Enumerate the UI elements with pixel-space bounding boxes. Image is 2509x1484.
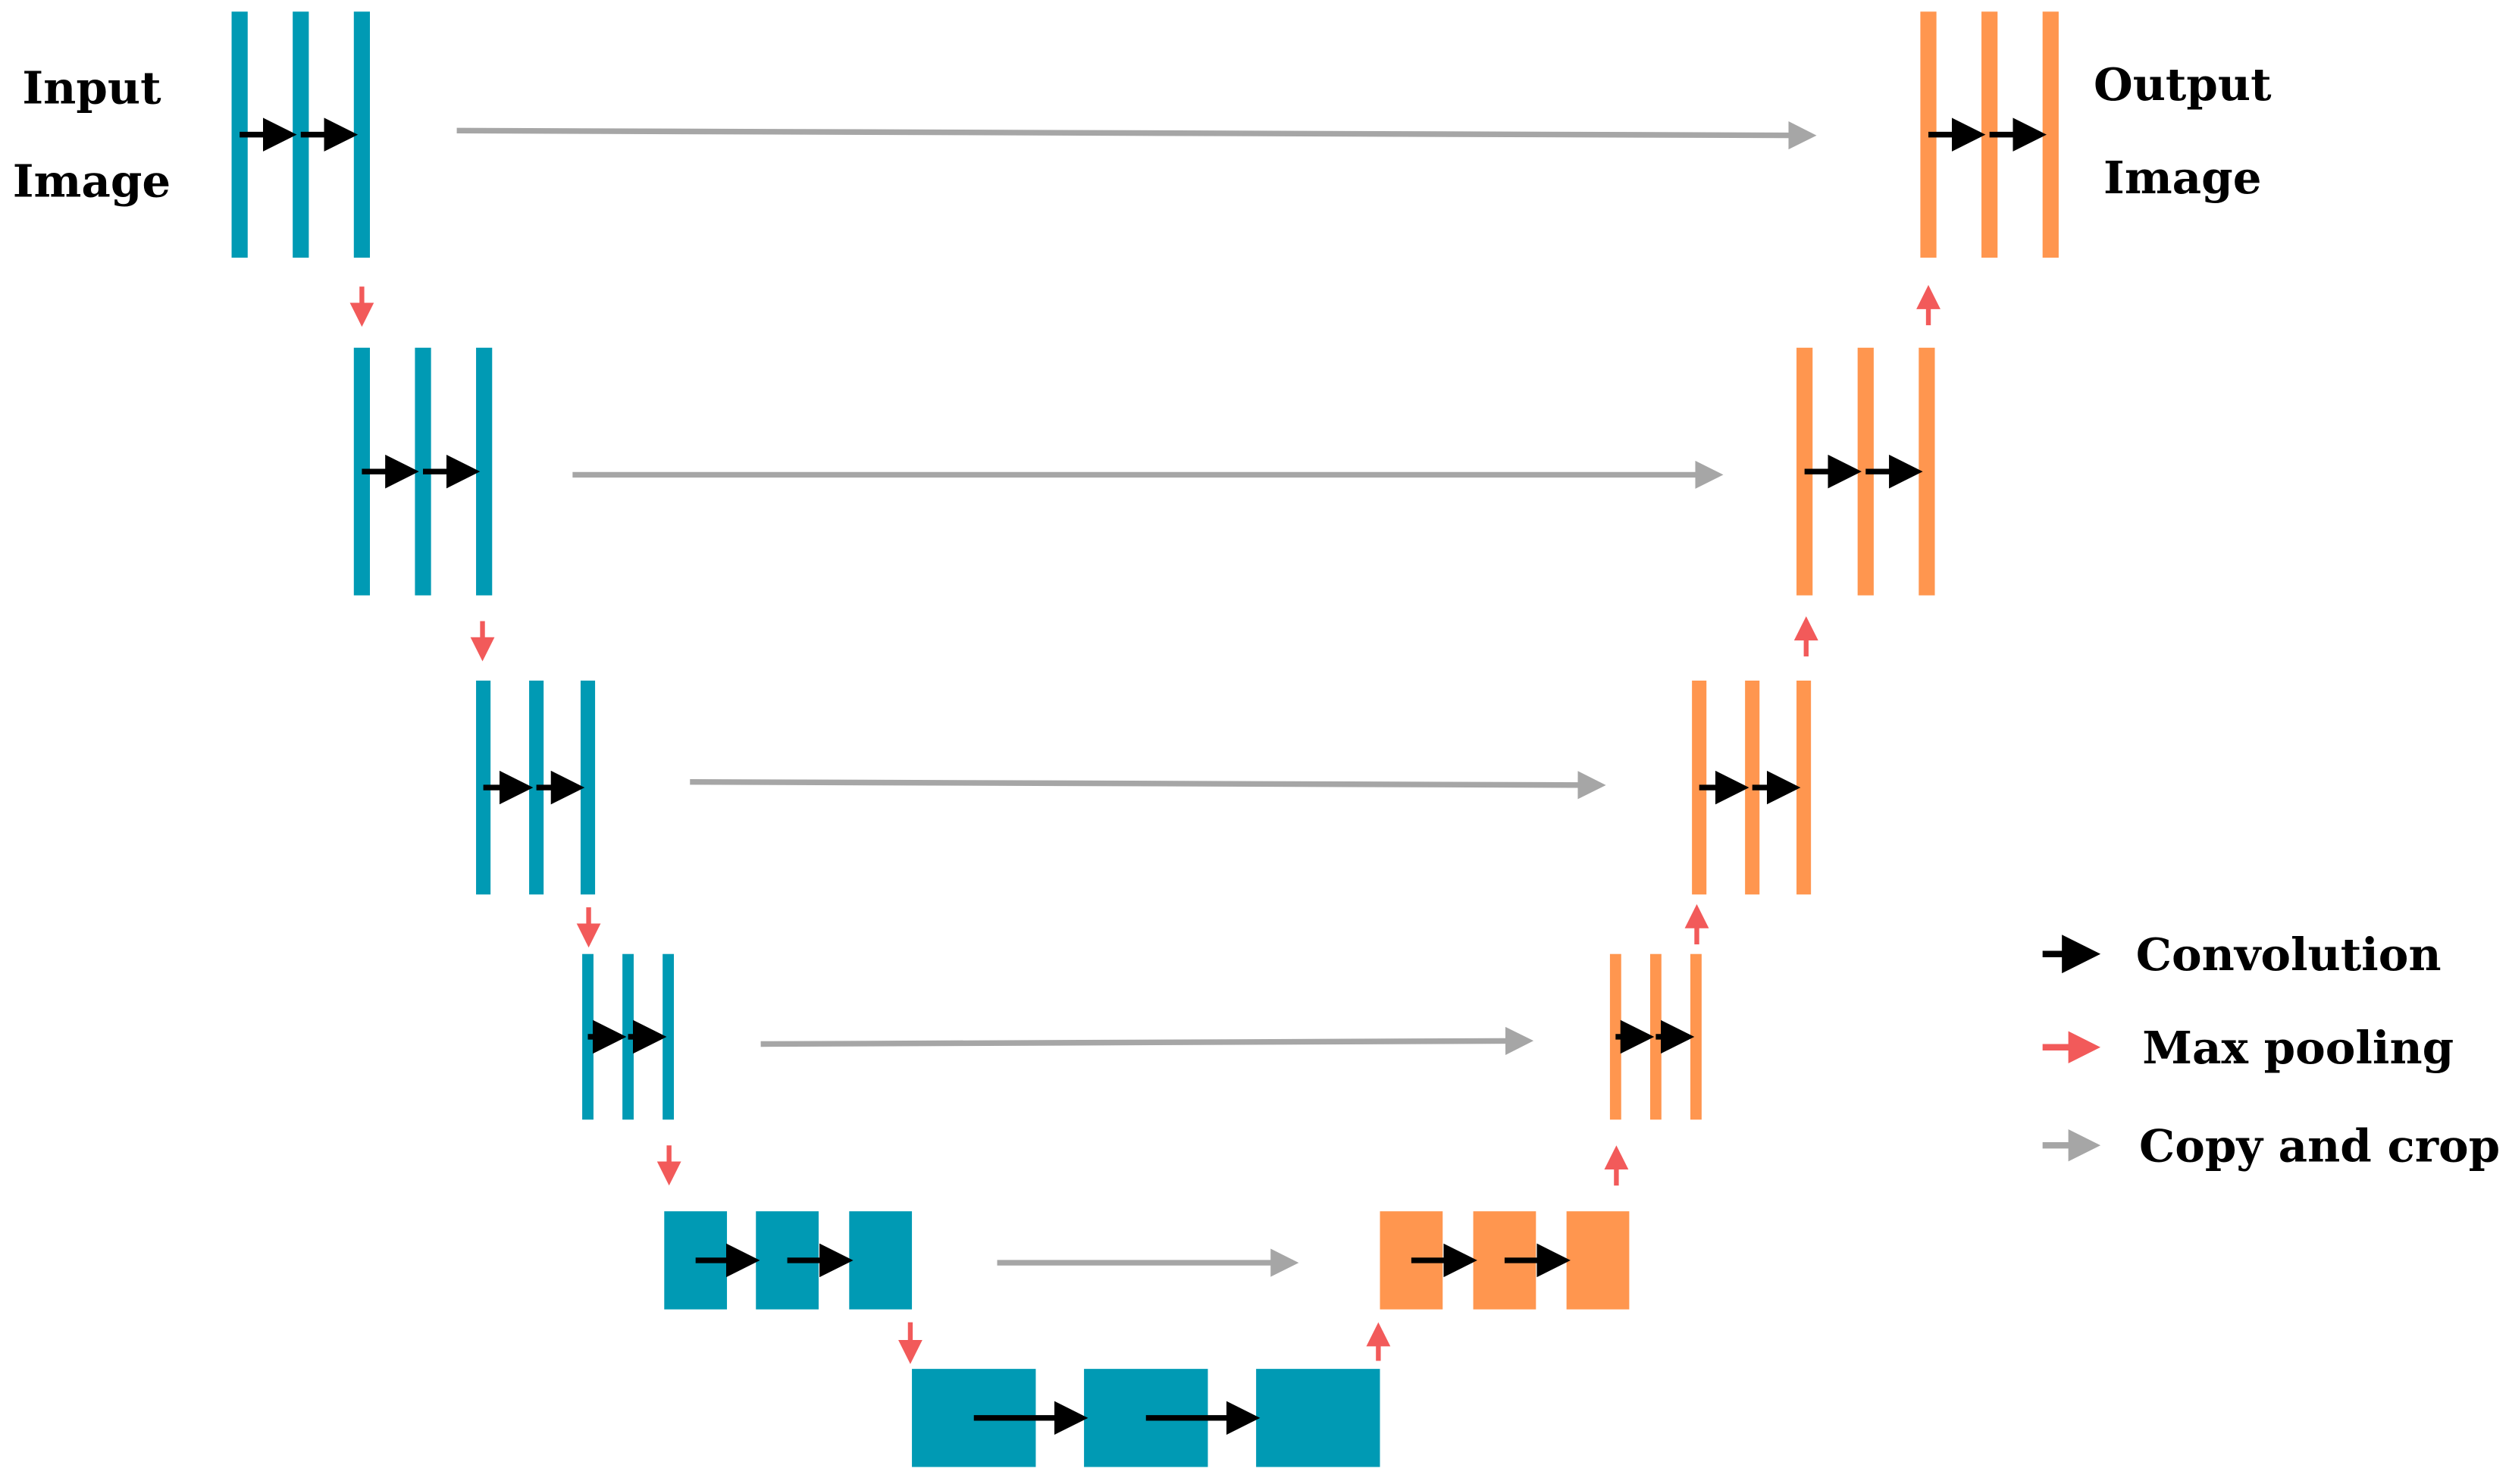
encoder-level-1-block-3 — [353, 11, 371, 258]
input-label-line1: Input — [22, 61, 161, 114]
legend-copy-and-crop-label: Copy and crop — [2139, 1119, 2500, 1172]
encoder-level-4-block-1 — [582, 953, 594, 1120]
decoder-level-3-block-3 — [1796, 680, 1812, 895]
legend-convolution-label: Convolution — [2136, 928, 2442, 982]
output-label-line2: Image — [2103, 152, 2261, 205]
decoder-level-4-block-3 — [1690, 953, 1702, 1120]
legend: Convolution Max pooling Copy and crop — [2042, 928, 2500, 1172]
decoder-level-2-block-3 — [1919, 347, 1935, 596]
copy-and-crop-arrow-3 — [690, 771, 1606, 800]
bottleneck-block-3 — [1256, 1369, 1380, 1467]
decoder-level-1-block-3 — [2042, 11, 2059, 258]
decoder-level-5-block-3 — [1566, 1211, 1630, 1310]
copy-and-crop-arrow-4 — [760, 1026, 1534, 1055]
copy-and-crop-arrow-1 — [456, 121, 1817, 150]
encoder-level-3-block-3 — [580, 680, 596, 895]
output-label-line1: Output — [2094, 58, 2272, 111]
feature-blocks — [231, 11, 2059, 1467]
input-label-line2: Image — [13, 155, 171, 208]
encoder-level-4-block-3 — [662, 953, 675, 1120]
pooling-arrows — [349, 285, 1940, 1364]
legend-max-pooling-label: Max pooling — [2142, 1022, 2454, 1075]
convolution-arrows — [240, 117, 2047, 1435]
skip-connections — [456, 121, 1817, 1277]
encoder-level-2-block-3 — [476, 347, 493, 596]
encoder-level-5-block-3 — [849, 1211, 913, 1310]
